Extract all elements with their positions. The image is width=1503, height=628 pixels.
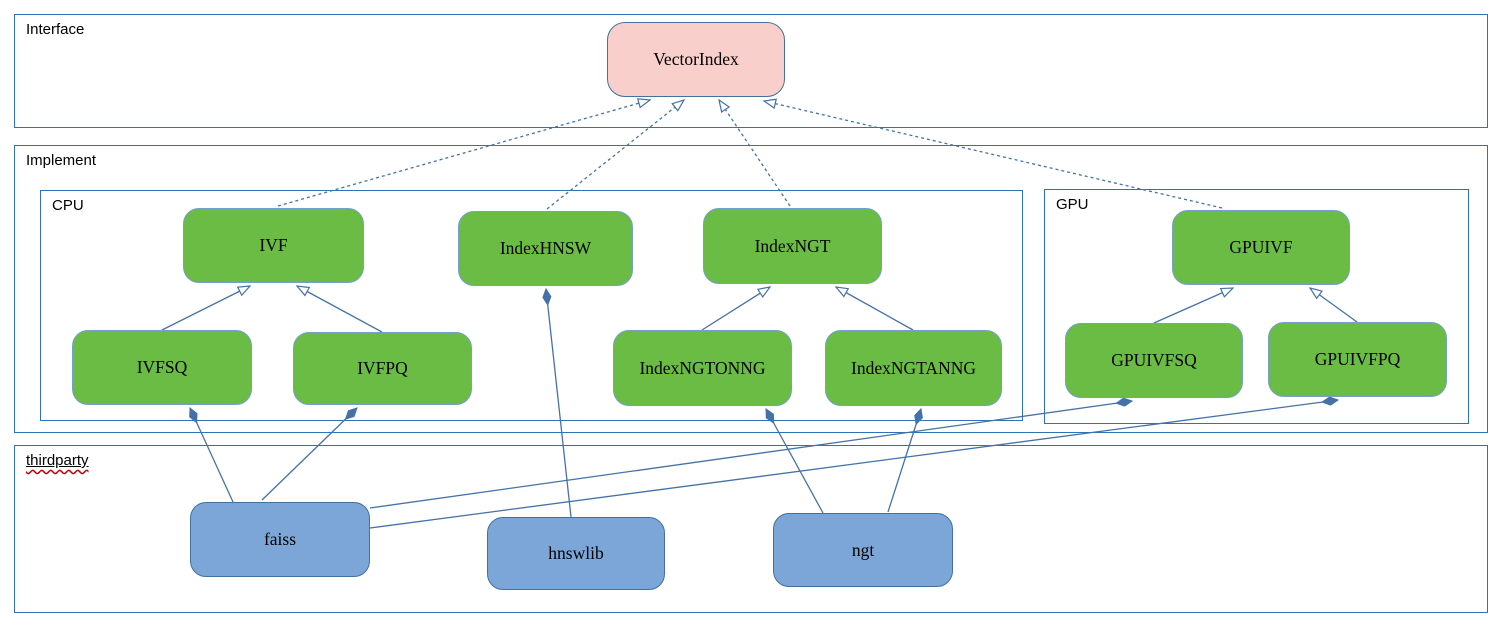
node-faiss: faiss: [190, 502, 370, 577]
implement-label: Implement: [26, 152, 97, 169]
thirdparty-label-text: thirdparty: [26, 452, 89, 469]
node-ivf: IVF: [183, 208, 364, 283]
node-gpuivf: GPUIVF: [1172, 210, 1350, 285]
node-ngt: ngt: [773, 513, 953, 587]
interface-label: Interface: [26, 21, 85, 38]
node-hnswlib: hnswlib: [487, 517, 665, 590]
node-ivfsq: IVFSQ: [72, 330, 252, 405]
node-indexngt: IndexNGT: [703, 208, 882, 284]
gpu-label: GPU: [1056, 196, 1089, 213]
node-vectorindex: VectorIndex: [607, 22, 785, 97]
thirdparty-label: thirdparty: [26, 452, 89, 469]
cpu-label: CPU: [52, 197, 84, 214]
node-gpuivfpq: GPUIVFPQ: [1268, 322, 1447, 397]
node-gpuivfsq: GPUIVFSQ: [1065, 323, 1243, 398]
node-indexhnsw: IndexHNSW: [458, 211, 633, 286]
node-indexngtonng: IndexNGTONNG: [613, 330, 792, 406]
node-ivfpq: IVFPQ: [293, 332, 472, 405]
node-indexngtanng: IndexNGTANNG: [825, 330, 1002, 406]
